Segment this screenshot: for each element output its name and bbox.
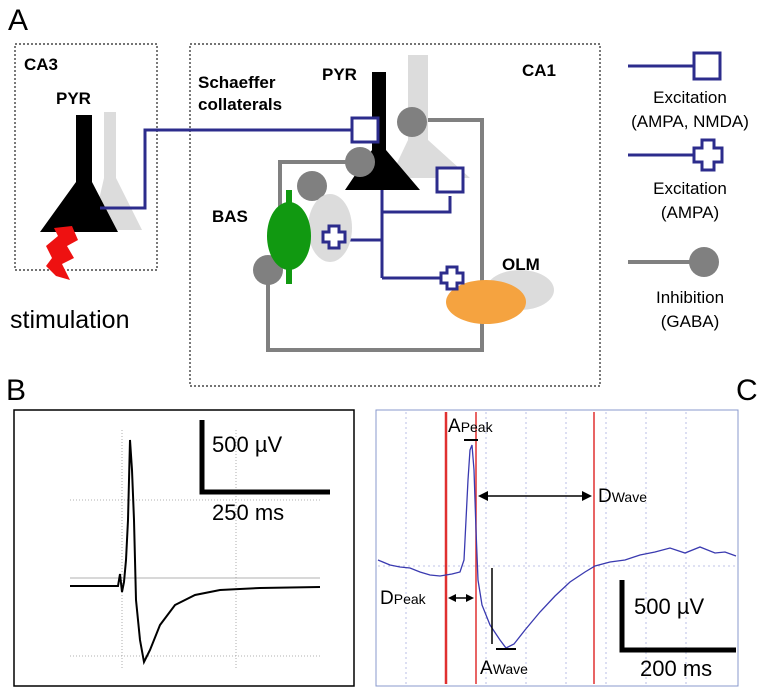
excitatory-synapse-cross-icon — [439, 265, 465, 291]
panel-c-scalebar — [619, 580, 736, 653]
ca1-axon-tree — [340, 190, 452, 280]
ca1-region-box — [189, 43, 601, 387]
panel-b-frame — [13, 409, 355, 687]
excitatory-synapse-cross-icon — [321, 224, 347, 250]
panel-c-trace — [377, 444, 737, 649]
ca1-pyr-label: PYR — [322, 65, 357, 84]
legend-cross-synapse-icon — [692, 138, 724, 172]
ca3-pyr-label: PYR — [56, 89, 91, 108]
panel-b-voltage-scale-label: 500 µV — [212, 432, 282, 457]
panel-b-grid — [70, 430, 320, 670]
d-wave-arrowhead-left — [478, 491, 488, 501]
panel-a: A CA3 CA1 PYR stimulation Schaeffer coll… — [8, 4, 749, 387]
panel-b-scalebar — [199, 420, 330, 495]
legend-square-synapse-icon — [692, 51, 722, 81]
ca1-pyramidal-cell: PYR — [322, 55, 470, 190]
excitatory-synapse-square-icon — [435, 166, 465, 194]
panel-c-label: C — [736, 374, 758, 407]
d-peak-label: DPeak — [380, 588, 427, 609]
panel-a-label: A — [8, 4, 28, 37]
panel-c-markers — [444, 412, 595, 684]
ca1-pyr-shadow — [390, 55, 470, 178]
a-wave-label: AWave — [480, 658, 528, 679]
panel-c-grid — [378, 412, 736, 684]
legend-inhibitory-synapse-icon — [689, 247, 719, 277]
d-peak-arrowhead-right — [466, 594, 474, 602]
inhibitory-synapse-icon — [397, 107, 427, 137]
schaffer-collateral-path — [100, 128, 352, 210]
a-peak-label: APeak — [448, 416, 494, 437]
d-peak-arrowhead-left — [448, 594, 456, 602]
legend-excitation-ampa-nmda-line1: Excitation — [653, 88, 727, 107]
ca3-pyr-shadow — [92, 112, 142, 230]
inhibitory-synapse-icon — [297, 171, 327, 201]
panel-b-time-scale-label: 250 ms — [212, 500, 284, 525]
panel-c: C APeak DWave DPeak — [375, 374, 758, 687]
schaffer-label-line1: Schaeffer — [198, 73, 276, 92]
olm-cell-body — [446, 280, 526, 324]
ca3-pyr-body — [40, 115, 118, 232]
panel-b: B 500 µV 250 ms — [6, 374, 355, 687]
olm-cell: OLM — [446, 255, 554, 324]
legend-excitation-ampa-line1: Excitation — [653, 179, 727, 198]
ca1-region-label: CA1 — [522, 61, 556, 80]
schaffer-label-line2: collaterals — [198, 95, 282, 114]
legend-inhibition-line2: (GABA) — [661, 312, 720, 331]
olm-cell-label: OLM — [502, 255, 540, 274]
legend: Excitation (AMPA, NMDA) Excitation (AMPA… — [628, 51, 749, 331]
panel-c-time-scale-label: 200 ms — [640, 656, 712, 681]
excitatory-synapse-square-icon — [350, 116, 380, 144]
basket-cell-label: BAS — [212, 207, 248, 226]
panel-b-label: B — [6, 374, 26, 407]
ca1-pyr-body — [345, 72, 420, 190]
legend-excitation-ampa-nmda-line2: (AMPA, NMDA) — [631, 112, 749, 131]
ca3-region-label: CA3 — [24, 55, 58, 74]
legend-excitation-ampa-line2: (AMPA) — [661, 203, 719, 222]
panel-b-trace — [70, 439, 321, 666]
panel-c-voltage-scale-label: 500 µV — [634, 594, 704, 619]
inhibitory-synapse-icon — [345, 147, 375, 177]
d-wave-arrowhead-right — [582, 491, 592, 501]
basket-cell-process — [286, 190, 292, 284]
stimulation-icon — [46, 226, 78, 280]
ca3-pyramidal-cell: PYR — [40, 89, 142, 232]
stimulation-label: stimulation — [10, 306, 130, 334]
panel-c-frame — [375, 409, 739, 687]
legend-inhibition-line1: Inhibition — [656, 288, 724, 307]
d-wave-label: DWave — [598, 486, 647, 507]
